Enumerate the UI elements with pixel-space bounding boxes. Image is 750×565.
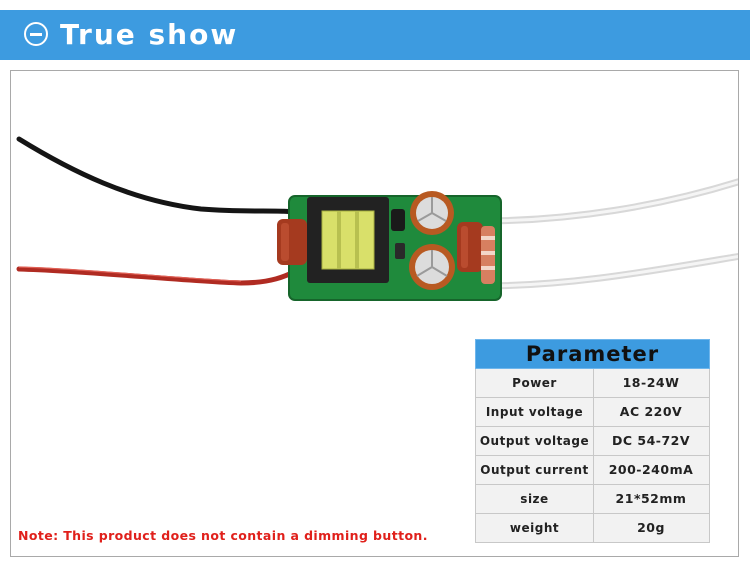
param-value: AC 220V (619, 404, 683, 419)
param-value: DC 54-72V (611, 433, 691, 448)
circle-minus-icon (24, 22, 48, 46)
param-key: size (476, 485, 594, 513)
table-row: size 21*52mm (475, 485, 710, 514)
dimming-note: Note: This product does not contain a di… (18, 528, 428, 543)
banner-title: True show (60, 18, 239, 51)
led-driver-photo (16, 136, 738, 301)
table-row: weight 20g (475, 514, 710, 543)
output-capacitor (457, 222, 483, 272)
param-key: Power (476, 369, 594, 397)
param-value: 18-24W (622, 375, 680, 390)
table-row: Output voltage DC 54-72V (475, 427, 710, 456)
param-key: weight (476, 514, 594, 542)
black-wire (16, 136, 304, 216)
table-row: Power 18-24W (475, 369, 710, 398)
table-row: Input voltage AC 220V (475, 398, 710, 427)
param-key: Output voltage (476, 427, 594, 455)
param-key: Output current (476, 456, 594, 484)
white-wire-bottom (477, 252, 738, 290)
param-value: 200-240mA (608, 462, 694, 477)
param-value: 21*52mm (615, 491, 687, 506)
red-wire-highlight (18, 266, 242, 282)
header-banner: True show (0, 10, 750, 60)
param-value: 20g (637, 520, 665, 535)
white-wire-top (477, 178, 738, 225)
parameter-header: Parameter (475, 339, 710, 369)
parameter-table: Parameter Power 18-24W Input voltage AC … (475, 339, 710, 543)
param-key: Input voltage (476, 398, 594, 426)
red-wire (16, 266, 299, 286)
table-row: Output current 200-240mA (475, 456, 710, 485)
product-frame (10, 70, 739, 557)
transistor (391, 209, 405, 231)
